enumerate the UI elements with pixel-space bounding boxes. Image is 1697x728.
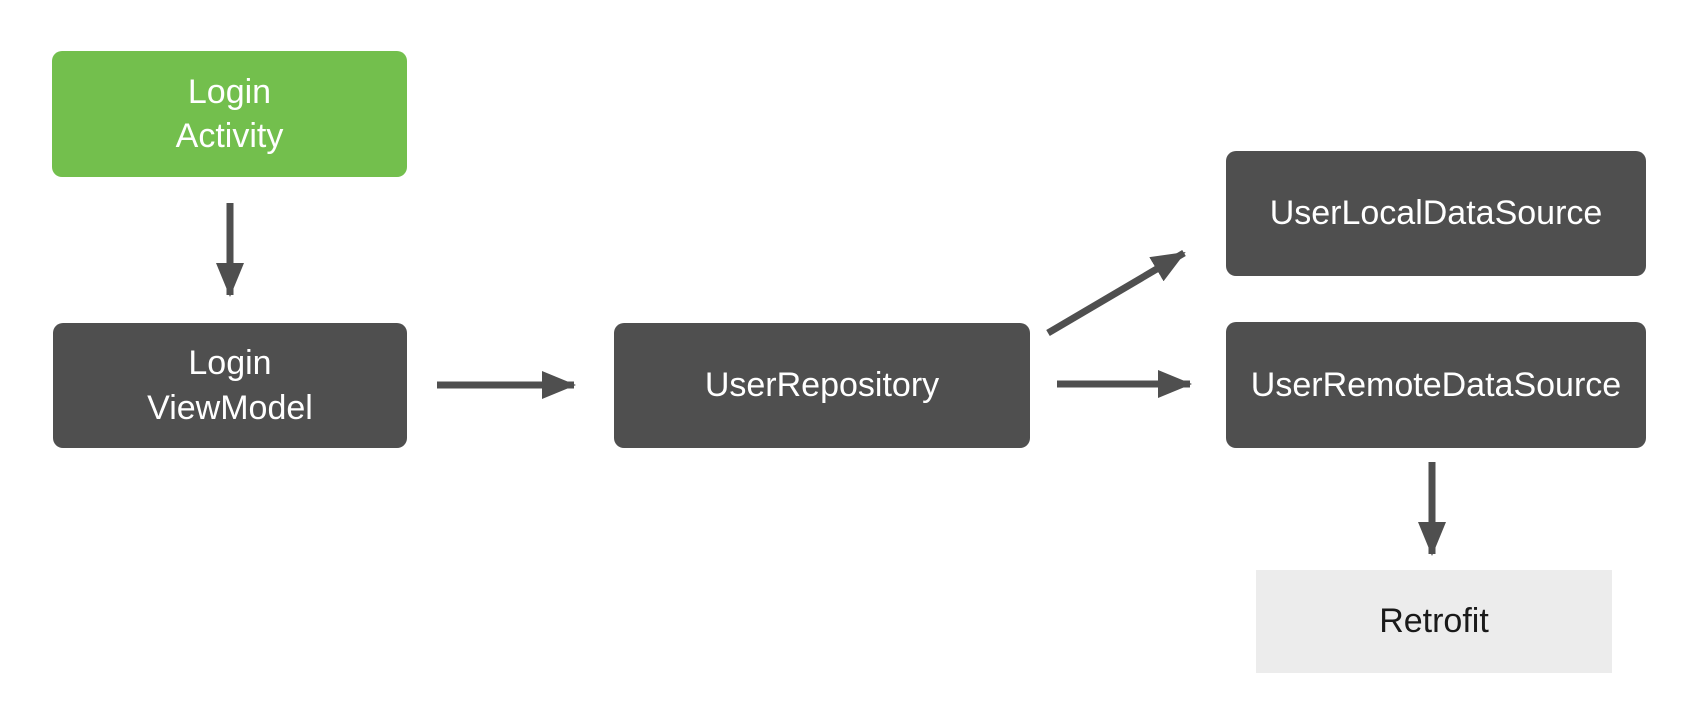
node-login-activity: Login Activity bbox=[52, 51, 407, 177]
node-user-repository: UserRepository bbox=[614, 323, 1030, 448]
node-user-repository-label: UserRepository bbox=[704, 366, 940, 405]
node-login-viewmodel-label: Login ViewModel bbox=[147, 344, 313, 427]
node-user-remote-data-source-label: UserRemoteDataSource bbox=[1250, 365, 1622, 404]
node-user-remote-data-source: UserRemoteDataSource bbox=[1226, 322, 1646, 448]
node-login-viewmodel: Login ViewModel bbox=[53, 323, 407, 448]
node-retrofit: Retrofit bbox=[1256, 570, 1612, 673]
node-retrofit-label: Retrofit bbox=[1379, 602, 1489, 641]
node-login-activity-label: Login Activity bbox=[175, 72, 284, 155]
node-user-local-data-source: UserLocalDataSource bbox=[1226, 151, 1646, 276]
node-user-local-data-source-label: UserLocalDataSource bbox=[1269, 194, 1603, 233]
arrow-repository-to-localdatasource bbox=[1046, 249, 1186, 337]
